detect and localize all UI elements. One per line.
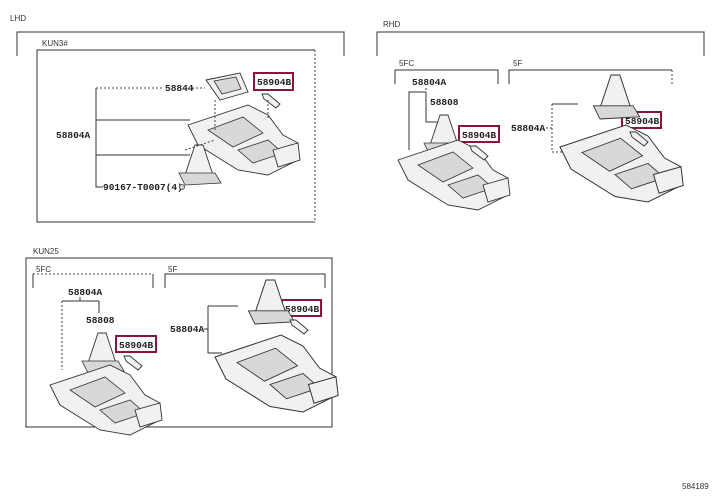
figure-id: 584189 [682,482,709,491]
kun25-5fc-panel: 5FC 58804A 58808 58904B [32,265,163,436]
label-58904b[interactable]: 58904B [462,130,497,141]
rhd-5f-title: 5F [513,59,522,68]
label-90167-t0007: 90167-T0007(4) [103,182,183,193]
highlight-box [115,335,157,353]
screw-part [179,184,185,190]
kun25-section: KUN25 5FC 58804A 58808 58904B 5F 58804A … [25,247,339,436]
label-58804a: 58804A [412,77,447,88]
clip-part [289,319,309,335]
shift-boot-part [592,74,641,120]
rhd-5fc-title: 5FC [399,59,414,68]
console-part [214,334,339,413]
kun25-5fc-title: 5FC [36,265,51,274]
shift-boot-part [247,279,296,325]
label-58804a: 58804A [56,130,91,141]
label-58904b[interactable]: 58904B [119,340,154,351]
console-part [397,139,511,211]
kun25-5f-title: 5F [168,265,177,274]
rhd-5f-panel: 5F 58804A 58904B [508,59,684,203]
label-58904b[interactable]: 58904B [625,116,660,127]
label-58808: 58808 [86,315,115,326]
label-58904b[interactable]: 58904B [257,77,292,88]
rhd-title: RHD [383,20,401,29]
kun25-title: KUN25 [33,247,59,256]
label-58808: 58808 [430,97,459,108]
highlight-box [458,125,500,143]
kun3-panel: KUN3# 58844 58804A 90167-T0007(4) 58904B [36,39,316,223]
label-58904b[interactable]: 58904B [285,304,320,315]
rhd-section: RHD 5FC 58804A 58808 58904B 5F 58804A 58… [376,20,705,211]
kun3-title: KUN3# [42,39,68,48]
label-58804a: 58804A [68,287,103,298]
console-part [559,124,684,203]
kun25-5f-panel: 5F 58804A 58904B [164,265,339,413]
label-58844: 58844 [165,83,194,94]
lhd-section: LHD KUN3# 58844 58804A 90167-T0007(4) 58… [10,14,345,223]
console-part [49,364,163,436]
rhd-5fc-panel: 5FC 58804A 58808 58904B [394,59,511,211]
label-58804a: 58804A [170,324,205,335]
clip-part [261,93,281,109]
highlight-box [621,111,662,129]
clip-part [123,355,143,371]
highlight-box [253,72,294,91]
label-58804a: 58804A [511,123,546,134]
lhd-title: LHD [10,14,26,23]
